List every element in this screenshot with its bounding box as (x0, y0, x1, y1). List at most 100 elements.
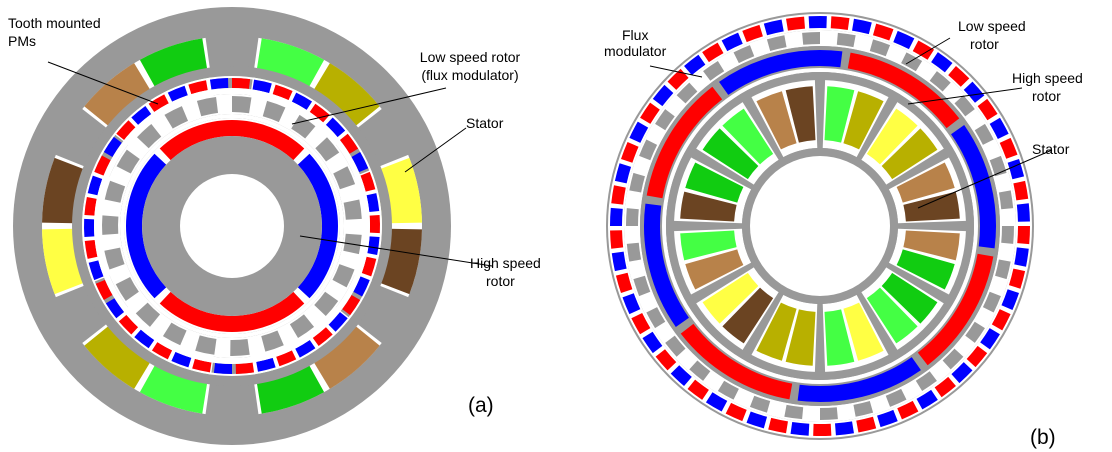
coil-b (756, 302, 797, 361)
modulator-piece-b (629, 172, 645, 193)
label-hsr-b-line1: High speed (1012, 70, 1083, 86)
modulator-piece-b (626, 242, 642, 262)
figure-tag-b: (b) (1030, 426, 1056, 449)
outer-pm-b (702, 42, 724, 63)
outer-pm-b (1014, 247, 1029, 267)
modulator-piece-a (289, 314, 315, 338)
modulator-piece-a (116, 149, 140, 174)
outer-pm-b (991, 309, 1011, 331)
modulator-piece-a (232, 96, 252, 114)
outer-pm-b (610, 207, 623, 226)
outer-pm-b (611, 251, 627, 272)
hsr-pole-a (125, 153, 167, 299)
leader-lsr-a (291, 87, 447, 125)
modulator-piece-b (869, 39, 891, 57)
modulator-piece-b (689, 360, 711, 381)
coil-b (866, 108, 918, 165)
outer-pm-a (276, 350, 297, 367)
label-pms-a-line1: Tooth mounted (8, 15, 101, 31)
outer-pm-b (763, 19, 784, 36)
outer-pm-b (897, 400, 919, 420)
leader-flux-b (649, 65, 703, 78)
machine-a-cross-section (13, 7, 451, 445)
outer-pm-a (339, 133, 359, 154)
coil-a (309, 320, 380, 389)
outer-pm-a (151, 342, 173, 360)
modulator-piece-a (115, 277, 139, 301)
outer-pm-a (361, 256, 377, 277)
rotor-pole-b (719, 49, 843, 95)
outer-pm-a (353, 276, 370, 297)
outer-pm-a (256, 357, 276, 372)
leader-hsr-a (299, 235, 493, 267)
coil-a (309, 63, 380, 132)
label-lsr-a-line1: Low speed rotor (420, 49, 521, 65)
bore-b (750, 156, 890, 296)
coil-b (680, 230, 737, 261)
modulator-piece-b (733, 45, 755, 64)
coil-b (881, 272, 938, 324)
modulator-piece-b (802, 32, 820, 45)
outer-pm-a (360, 171, 376, 192)
outer-pm-a (105, 298, 125, 319)
modulator-piece-a (102, 215, 119, 235)
modulator-piece-b (836, 32, 856, 48)
outer-pm-b (721, 32, 743, 52)
label-stator-a: Stator (466, 115, 504, 131)
modulator-piece-b (998, 190, 1014, 210)
outer-pm-b (620, 141, 639, 163)
leader-lsr-b (905, 37, 951, 65)
outer-pm-a (84, 218, 95, 238)
outer-pm-b (1013, 180, 1029, 201)
coil-b (685, 249, 744, 290)
outer-pm-b (1001, 289, 1020, 311)
coil-b (702, 272, 759, 324)
outer-pm-a (366, 193, 380, 212)
leader-stator-a (404, 127, 467, 173)
modulator-piece-b (885, 388, 907, 407)
hsr-pole-a (297, 153, 338, 299)
hsr-pole-a (159, 119, 305, 161)
modulator-piece-b (766, 35, 787, 51)
coil-b (903, 230, 960, 261)
label-flux-b-line1: Flux (622, 27, 648, 43)
outer-pm-b (742, 24, 763, 43)
outer-pm-a (95, 279, 113, 300)
outer-pm-a (171, 351, 192, 368)
outer-pm-b (963, 81, 985, 103)
outer-pm-a (252, 79, 272, 94)
outer-pm-b (977, 98, 998, 121)
coil-b (824, 309, 855, 366)
coil-a (84, 320, 155, 389)
outer-pm-b (667, 68, 689, 90)
coil-b (785, 309, 816, 366)
stator-b-slot (861, 267, 944, 350)
outer-pm-a (167, 85, 188, 102)
outer-pm-a (312, 327, 333, 346)
coil-b (896, 249, 955, 290)
modulator-piece-a (291, 114, 316, 139)
modulator-piece-b (820, 407, 838, 420)
outer-pm-a (272, 84, 293, 101)
hsr-pole-a (159, 291, 305, 333)
coil-b (685, 162, 744, 203)
outer-pm-b (852, 18, 872, 35)
modulator-piece-a (136, 124, 162, 149)
outer-pm-a (328, 312, 348, 332)
modulator-piece-a (104, 247, 125, 270)
rotor-pole-b (797, 357, 921, 402)
outer-pm-b (830, 16, 850, 30)
outer-pm-b (611, 185, 626, 205)
coil-b (903, 191, 960, 222)
outer-pm-b (622, 293, 641, 315)
modulator-piece-a (333, 166, 356, 190)
outer-pm-b (912, 40, 935, 60)
outer-pm-b (684, 54, 706, 76)
outer-pm-a (235, 362, 255, 374)
outer-pm-a (116, 120, 136, 140)
modulator-piece-a (315, 137, 340, 162)
modulator-piece-a (196, 96, 219, 117)
outer-pm-a (295, 340, 316, 358)
outer-pm-a (309, 103, 330, 123)
